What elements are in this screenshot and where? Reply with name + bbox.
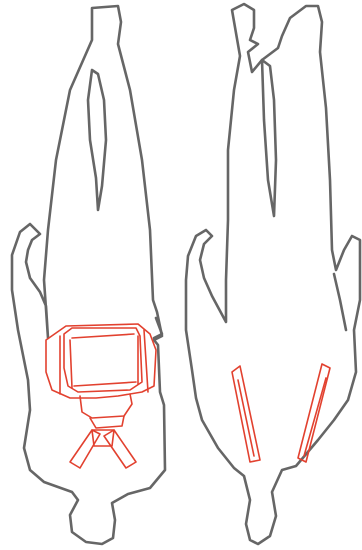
shoulder-strap-left (70, 430, 100, 468)
front-leg-gap (88, 70, 106, 210)
back-leg-gap (262, 60, 276, 216)
left-side-panel (232, 366, 260, 462)
front-figure (12, 6, 165, 544)
shoulder-strap-right (104, 430, 136, 468)
back-arm-line (334, 274, 346, 330)
chest-bag-flap-inner (70, 334, 138, 388)
back-highlight (232, 364, 330, 462)
front-highlight (46, 324, 156, 468)
back-figure (186, 4, 360, 544)
front-arm-notch (154, 318, 162, 338)
